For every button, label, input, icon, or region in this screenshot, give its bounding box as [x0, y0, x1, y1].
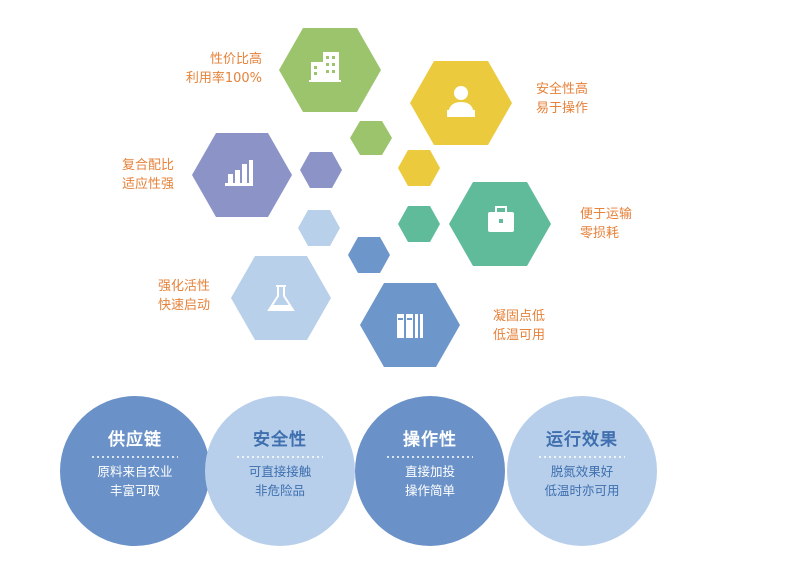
feature-title: 运行效果 — [546, 430, 618, 450]
feature-line: 操作简单 — [404, 483, 455, 498]
hexagon-teal-small — [398, 206, 440, 242]
benefit-label-safety: 安全性高 易于操作 — [536, 80, 588, 118]
hexagon-darkblue-small — [348, 237, 390, 273]
feature-effect: 运行效果 脱氮效果好 低温时亦可用 — [507, 425, 657, 500]
feature-title: 供应链 — [108, 430, 162, 450]
benefit-label-activity: 强化活性 快速启动 — [100, 277, 210, 315]
feature-line: 原料来自农业 — [97, 464, 173, 479]
benefit-line: 复合配比 — [121, 158, 174, 173]
feature-circle-effect — [507, 396, 657, 546]
bar-chart-icon — [225, 160, 253, 186]
hexagon-lightblue-small — [298, 210, 340, 246]
hexagon-yellow-small — [398, 150, 440, 186]
benefit-label-lowtemp: 凝固点低 低温可用 — [493, 307, 545, 345]
feature-desc: 直接加投 操作简单 — [355, 462, 505, 500]
feature-line: 低温时亦可用 — [544, 483, 620, 498]
feature-line: 直接加投 — [404, 464, 455, 479]
feature-line: 丰富可取 — [109, 483, 160, 498]
benefit-line: 适应性强 — [121, 177, 174, 192]
feature-line: 脱氮效果好 — [550, 464, 614, 479]
benefit-line: 便于运输 — [580, 207, 633, 222]
benefit-line: 强化活性 — [157, 279, 210, 294]
briefcase-icon — [488, 206, 514, 232]
binders-icon — [397, 314, 423, 338]
feature-desc: 原料来自农业 丰富可取 — [60, 462, 210, 500]
feature-title: 安全性 — [253, 430, 307, 450]
person-icon — [447, 86, 475, 117]
feature-operation: 操作性 直接加投 操作简单 — [355, 425, 505, 500]
feature-line: 可直接接触 — [248, 464, 312, 479]
benefit-line: 安全性高 — [536, 82, 589, 97]
feature-desc: 可直接接触 非危险品 — [205, 462, 355, 500]
benefit-line: 凝固点低 — [493, 309, 546, 324]
feature-circle-safety — [205, 396, 355, 546]
feature-line: 非危险品 — [254, 483, 305, 498]
benefit-label-compound: 复合配比 适应性强 — [60, 156, 174, 194]
hexagon-purple-small — [300, 152, 342, 188]
benefit-line: 性价比高 — [209, 52, 262, 67]
feature-desc: 脱氮效果好 低温时亦可用 — [507, 462, 657, 500]
benefit-line: 零损耗 — [580, 226, 620, 241]
benefit-label-transport: 便于运输 零损耗 — [580, 205, 632, 243]
benefit-label-cost: 性价比高 利用率100% — [150, 50, 262, 88]
building-icon — [309, 52, 341, 82]
benefit-line: 利用率100% — [185, 71, 262, 86]
feature-circle-supply — [60, 396, 210, 546]
flask-icon — [267, 285, 295, 311]
feature-title: 操作性 — [403, 430, 457, 450]
benefit-line: 低温可用 — [493, 328, 546, 343]
hexagon-lightblue — [231, 256, 331, 340]
feature-circle-operation — [355, 396, 505, 546]
feature-supply: 供应链 原料来自农业 丰富可取 — [60, 425, 210, 500]
benefit-line: 快速启动 — [157, 298, 210, 313]
benefit-line: 易于操作 — [536, 101, 589, 116]
feature-safety: 安全性 可直接接触 非危险品 — [205, 425, 355, 500]
hexagon-green-small — [350, 121, 392, 155]
